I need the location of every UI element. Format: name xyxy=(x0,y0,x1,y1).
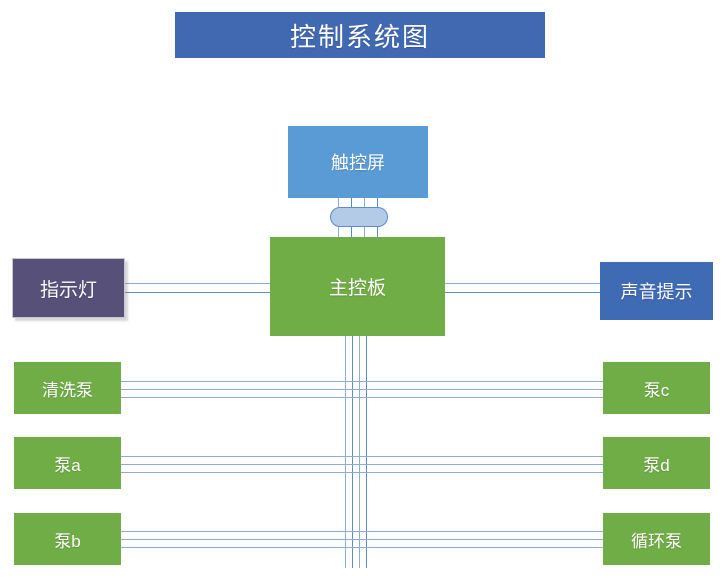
wire-pump-row3-2 xyxy=(121,539,603,540)
wire-pump-row1-3 xyxy=(121,397,603,398)
node-sound-prompt-label: 声音提示 xyxy=(620,282,693,302)
wire-bus-vertical-2 xyxy=(352,336,353,568)
wire-bus-vertical-3 xyxy=(359,336,360,568)
node-pump-right-2[interactable]: 泵d xyxy=(603,437,710,489)
node-pump-left-2-label: 泵a xyxy=(54,455,81,475)
node-pump-left-1[interactable]: 清洗泵 xyxy=(14,362,121,414)
page-title-banner: 控制系统图 xyxy=(175,12,545,58)
node-pump-right-3[interactable]: 循环泵 xyxy=(603,513,710,565)
wire-main-sound-2 xyxy=(445,292,600,293)
wire-main-sound-1 xyxy=(445,283,600,284)
wire-bus-vertical-1 xyxy=(345,336,346,568)
wire-pump-row1-1 xyxy=(121,381,603,382)
node-indicator-light[interactable]: 指示灯 xyxy=(12,258,125,318)
wire-pump-row3-3 xyxy=(121,547,603,548)
ribbon-connector-icon xyxy=(330,207,388,227)
node-indicator-light-label: 指示灯 xyxy=(39,279,97,301)
page-title: 控制系统图 xyxy=(289,21,430,52)
wire-indicator-main-2 xyxy=(125,292,270,293)
node-touch-screen-label: 触控屏 xyxy=(331,153,385,173)
wire-bus-vertical-4 xyxy=(366,336,367,568)
wire-pump-row3-1 xyxy=(121,531,603,532)
node-pump-left-1-label: 清洗泵 xyxy=(42,380,93,400)
node-pump-right-1[interactable]: 泵c xyxy=(603,362,710,414)
node-pump-right-3-label: 循环泵 xyxy=(631,531,682,551)
node-pump-left-2[interactable]: 泵a xyxy=(14,437,121,489)
node-pump-left-3[interactable]: 泵b xyxy=(14,513,121,565)
wire-pump-row1-2 xyxy=(121,389,603,390)
wire-pump-row2-1 xyxy=(121,456,603,457)
wire-pump-row2-3 xyxy=(121,472,603,473)
node-touch-screen[interactable]: 触控屏 xyxy=(288,126,428,198)
node-main-board-label: 主控板 xyxy=(328,278,386,299)
node-main-board[interactable]: 主控板 xyxy=(270,237,445,336)
node-sound-prompt[interactable]: 声音提示 xyxy=(600,262,713,320)
wire-pump-row2-2 xyxy=(121,464,603,465)
wire-indicator-main-1 xyxy=(125,283,270,284)
node-pump-right-1-label: 泵c xyxy=(643,380,670,400)
node-pump-left-3-label: 泵b xyxy=(54,531,81,551)
node-pump-right-2-label: 泵d xyxy=(643,455,670,475)
